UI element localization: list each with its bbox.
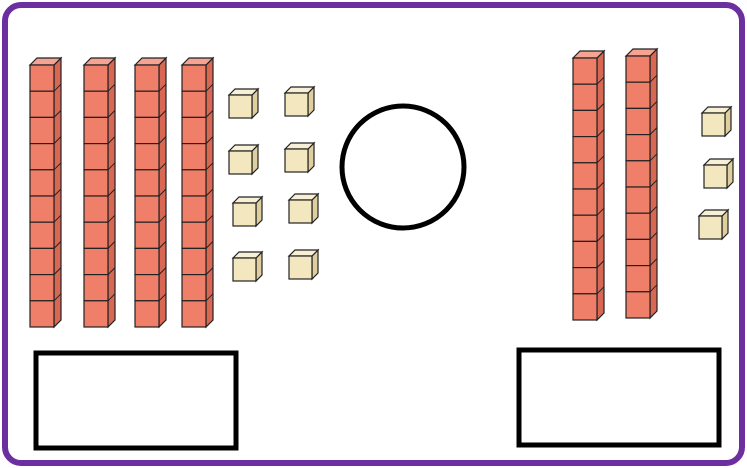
one-cube <box>702 107 731 136</box>
right-ones-cubes <box>699 107 733 239</box>
ten-rod <box>84 58 115 327</box>
ten-rod <box>182 58 213 327</box>
one-cube <box>285 143 314 172</box>
right-answer-box[interactable] <box>519 350 719 445</box>
one-cube <box>704 159 733 188</box>
ten-rod <box>135 58 166 327</box>
one-cube <box>233 252 262 281</box>
one-cube <box>233 197 262 226</box>
ten-rod <box>30 58 61 327</box>
one-cube <box>285 87 314 116</box>
one-cube <box>699 210 728 239</box>
one-cube <box>229 145 258 174</box>
one-cube <box>289 194 318 223</box>
one-cube <box>289 250 318 279</box>
left-answer-box[interactable] <box>36 353 236 448</box>
one-cube <box>229 89 258 118</box>
comparison-symbol-circle[interactable] <box>342 106 464 228</box>
ten-rod <box>626 49 657 318</box>
ten-rod <box>573 51 604 320</box>
